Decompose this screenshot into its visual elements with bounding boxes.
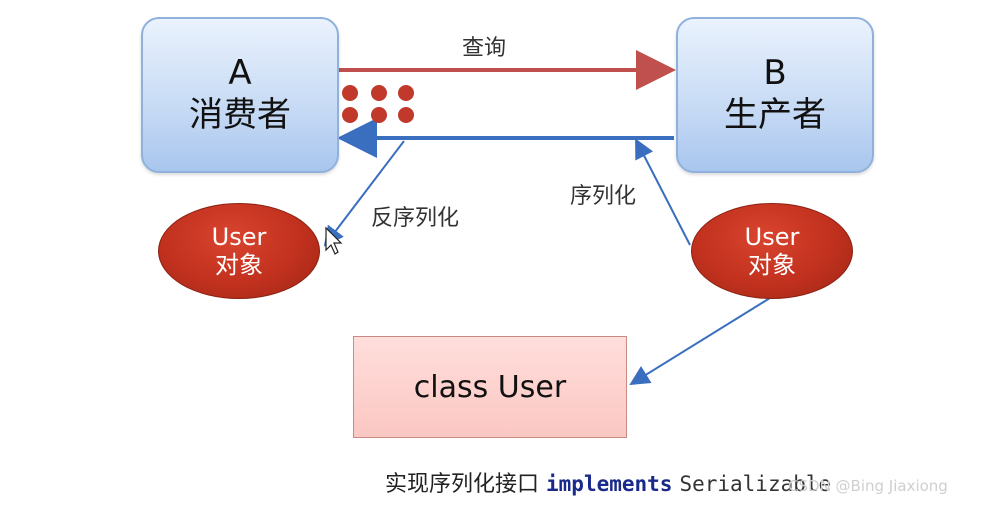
caption-interface: Serializable <box>679 472 832 496</box>
mouse-cursor-icon <box>325 226 343 255</box>
data-dot <box>342 85 358 101</box>
user-object-left-line1: User <box>211 223 267 251</box>
user-object-left-line2: 对象 <box>215 251 263 279</box>
consumer-node: A 消费者 <box>141 17 339 173</box>
query-label: 查询 <box>462 36 507 61</box>
data-dot <box>342 107 358 123</box>
producer-role: 生产者 <box>724 95 826 135</box>
class-user-box: class User <box>353 336 627 438</box>
deserialize-label: 反序列化 <box>371 206 460 231</box>
caption: 实现序列化接口 implements Serializable <box>385 466 831 498</box>
data-dot <box>371 107 387 123</box>
implements-arrow <box>629 297 771 386</box>
deserialize-arrow <box>323 140 405 247</box>
serialize-label: 序列化 <box>570 184 637 209</box>
producer-letter: B <box>763 53 787 93</box>
data-dot <box>398 107 414 123</box>
user-object-left: User 对象 <box>158 203 320 299</box>
caption-keyword: implements <box>546 472 673 496</box>
consumer-letter: A <box>228 53 252 93</box>
data-dot <box>371 85 387 101</box>
data-dots <box>342 85 414 123</box>
user-object-right: User 对象 <box>691 203 853 299</box>
serialize-arrow <box>635 138 691 246</box>
user-object-right-line2: 对象 <box>748 251 796 279</box>
watermark: CSDN @Bing Jiaxiong <box>788 477 948 495</box>
producer-node: B 生产者 <box>676 17 874 173</box>
caption-prefix: 实现序列化接口 <box>385 472 540 497</box>
user-object-right-line1: User <box>744 223 800 251</box>
consumer-role: 消费者 <box>189 95 291 135</box>
data-dot <box>398 85 414 101</box>
